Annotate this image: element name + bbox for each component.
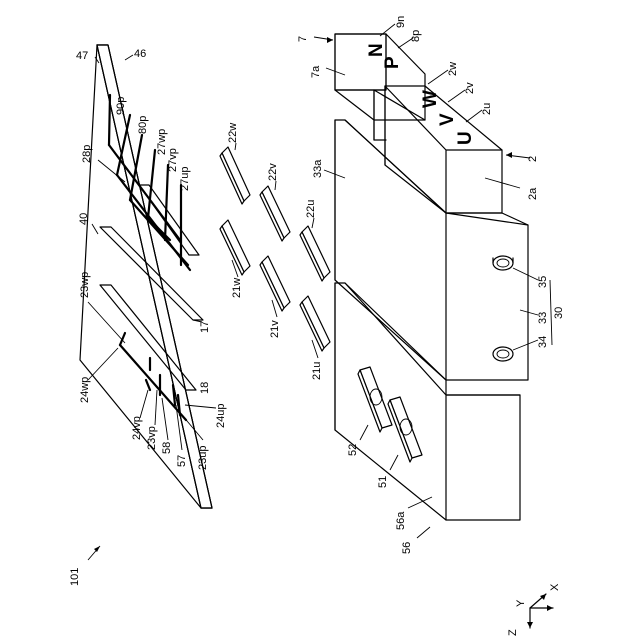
label-56: 56 xyxy=(401,542,413,554)
label-21v: 21v xyxy=(269,320,281,338)
label-23vp: 23vp xyxy=(146,426,158,450)
label-24vp: 24vp xyxy=(131,416,143,440)
label-8p: 8p xyxy=(410,30,422,42)
label-51: 51 xyxy=(377,476,389,488)
label-7a: 7a xyxy=(310,65,322,78)
letter-W: W xyxy=(420,90,441,108)
label-7: 7 xyxy=(297,36,309,42)
label-24up: 24up xyxy=(215,404,227,428)
axis-label-x: X xyxy=(549,583,561,591)
label-23up: 23up xyxy=(197,446,209,470)
label-58: 58 xyxy=(161,442,173,454)
label-23wp: 23wp xyxy=(79,272,91,298)
label-21w: 21w xyxy=(231,278,243,298)
label-30: 30 xyxy=(553,307,565,319)
label-22u: 22u xyxy=(305,200,317,218)
label-28p: 28p xyxy=(81,145,93,163)
chip-21u xyxy=(300,296,330,351)
label-9n: 9n xyxy=(395,16,407,28)
pad-51 xyxy=(388,397,422,462)
label-47: 47 xyxy=(76,50,88,62)
letter-V: V xyxy=(437,113,458,126)
letter-N: N xyxy=(366,43,387,57)
chip-21w xyxy=(220,220,250,275)
chip-22w xyxy=(220,147,250,204)
chip-22v xyxy=(260,186,290,241)
label-18: 18 xyxy=(199,382,211,394)
label-2: 2 xyxy=(527,156,539,162)
label-21u: 21u xyxy=(311,362,323,380)
housing-33 xyxy=(335,120,528,380)
axis-label-z: Z xyxy=(507,629,519,636)
label-57: 57 xyxy=(176,455,188,467)
label-56a: 56a xyxy=(395,511,407,530)
axis-indicator xyxy=(527,594,553,628)
label-52: 52 xyxy=(347,444,359,456)
label-33: 33 xyxy=(537,312,549,324)
label-33a: 33a xyxy=(312,159,324,178)
label-40: 40 xyxy=(78,213,90,225)
chip-21v xyxy=(260,256,290,311)
label-2v: 2v xyxy=(464,82,476,94)
terminal-34 xyxy=(493,347,513,361)
housing-56 xyxy=(335,283,520,520)
label-17: 17 xyxy=(199,321,211,333)
label-24wp: 24wp xyxy=(79,377,91,403)
label-22w: 22w xyxy=(227,123,239,143)
label-80p: 80p xyxy=(137,116,149,134)
pad-52 xyxy=(358,367,392,432)
label-2a: 2a xyxy=(527,187,539,200)
letter-U: U xyxy=(455,131,476,145)
label-101: 101 xyxy=(69,568,81,586)
chip-22u xyxy=(300,226,330,281)
label-27up: 27up xyxy=(179,167,191,191)
label-2u: 2u xyxy=(481,103,493,115)
label-27vp: 27vp xyxy=(167,148,179,172)
block-7-top xyxy=(335,34,386,90)
label-34: 34 xyxy=(537,336,549,348)
label-90p: 90p xyxy=(115,97,127,115)
terminal-35 xyxy=(493,256,513,270)
label-46: 46 xyxy=(134,48,146,60)
letter-P: P xyxy=(382,56,403,69)
label-2w: 2w xyxy=(447,62,459,76)
label-22v: 22v xyxy=(267,163,279,181)
label-35: 35 xyxy=(537,276,549,288)
axis-label-y: Y xyxy=(515,599,527,607)
